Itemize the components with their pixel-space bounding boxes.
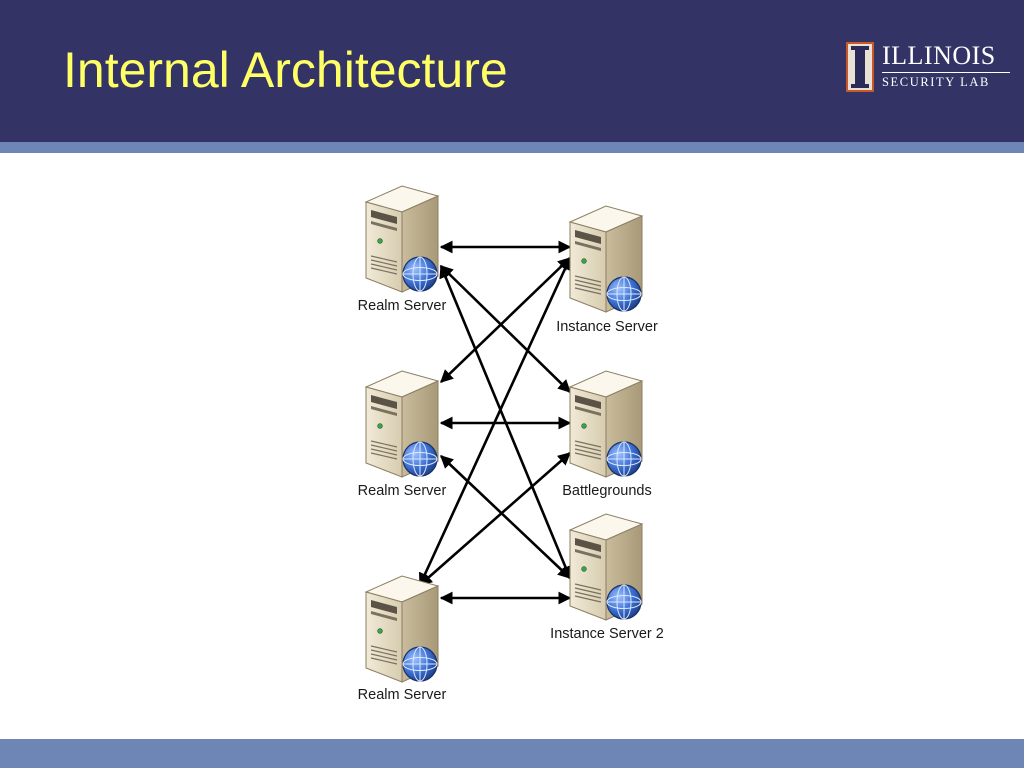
arrow-realm3-battlegrounds — [419, 452, 571, 586]
server-node-instance: Instance Server — [556, 205, 658, 335]
server-globe-icon — [365, 575, 439, 683]
logo-name: ILLINOIS — [882, 41, 996, 70]
server-globe-icon — [569, 205, 643, 313]
server-globe-icon — [365, 185, 439, 293]
header-accent-bar — [0, 142, 1024, 153]
server-node-label: Instance Server 2 — [550, 626, 664, 642]
server-node-label: Realm Server — [358, 298, 447, 314]
logo-divider — [882, 72, 1010, 73]
arrow-realm1-battlegrounds — [440, 265, 571, 393]
server-node-label: Realm Server — [358, 687, 447, 703]
server-globe-icon — [569, 513, 643, 621]
logo-subtitle: SECURITY LAB — [882, 75, 990, 89]
server-node-realm1: Realm Server — [358, 185, 447, 314]
illinois-security-lab-logo: ILLINOIS SECURITY LAB — [846, 42, 1012, 94]
server-node-instance2: Instance Server 2 — [550, 513, 664, 642]
server-node-label: Instance Server — [556, 319, 658, 335]
connection-arrows — [418, 240, 572, 605]
server-node-realm2: Realm Server — [358, 370, 447, 499]
server-node-realm3: Realm Server — [358, 575, 447, 703]
server-node-label: Battlegrounds — [562, 483, 651, 499]
illinois-i-block-icon — [846, 42, 874, 92]
arrow-realm2-instance — [440, 257, 571, 383]
arrow-realm2-instance2 — [440, 455, 571, 579]
slide-header: Internal Architecture ILLINOIS SECURITY … — [0, 0, 1024, 142]
footer-accent-bar — [0, 739, 1024, 768]
server-globe-icon — [365, 370, 439, 478]
slide-title: Internal Architecture — [63, 42, 508, 98]
server-globe-icon — [569, 370, 643, 478]
server-node-label: Realm Server — [358, 483, 447, 499]
server-node-battlegrounds: Battlegrounds — [562, 370, 652, 499]
